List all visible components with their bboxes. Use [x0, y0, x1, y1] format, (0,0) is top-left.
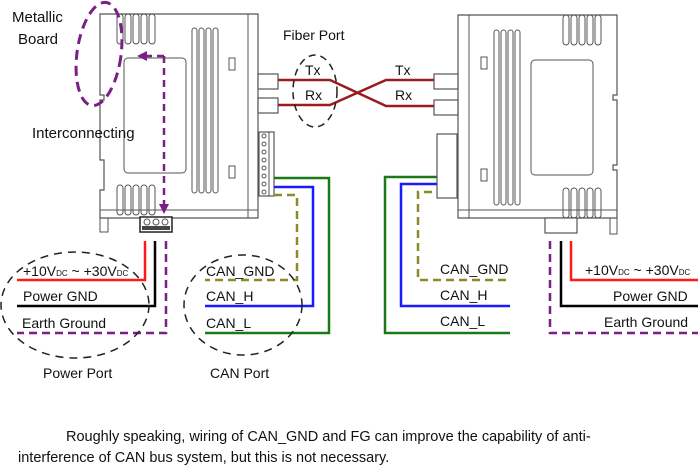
left-side-vents — [191, 27, 219, 194]
right-converter-device — [433, 14, 618, 235]
metallic-board-label-line2: Board — [18, 31, 58, 48]
right-led-slot-bottom — [480, 168, 488, 182]
wiring-note-line1: Roughly speaking, wiring of CAN_GND and … — [18, 427, 690, 448]
left-bottom-vents — [116, 184, 156, 216]
left-label-window — [123, 57, 187, 174]
right-label-window — [530, 59, 594, 176]
right-can-h-label: CAN_H — [440, 287, 487, 303]
right-can-gnd-label: CAN_GND — [440, 261, 508, 277]
left-led-slot-top — [228, 57, 236, 71]
right-power-terminal-block — [544, 217, 578, 234]
right-can-h-wire — [399, 182, 510, 308]
left-earth-ground-label: Earth Ground — [22, 315, 106, 331]
right-power-gnd-label: Power GND — [613, 288, 688, 304]
wiring-note-line2: interference of CAN bus system, but this… — [18, 450, 390, 466]
left-fiber-rx-connector — [257, 97, 279, 114]
left-power-terminal-block — [139, 216, 173, 233]
left-can-gnd-wire — [205, 193, 299, 282]
interconnecting-label: Interconnecting — [32, 125, 135, 142]
right-power-gnd-wire — [559, 241, 698, 308]
right-tx-label: Tx — [395, 62, 411, 78]
right-vdc-label: +10VDC ~ +30VDC — [585, 262, 690, 278]
fiber-rx-to-tx-cable — [278, 78, 434, 107]
power-port-highlight — [0, 251, 150, 359]
metallic-board-label-line1: Metallic — [12, 9, 63, 26]
right-earth-ground-label: Earth Ground — [604, 314, 688, 330]
left-can-l-label: CAN_L — [206, 315, 251, 331]
right-can-wires — [383, 175, 510, 335]
right-fiber-tx-connector — [433, 73, 459, 90]
right-can-terminal-block — [436, 133, 458, 199]
left-can-wires — [205, 176, 331, 335]
left-power-gnd-label: Power GND — [23, 288, 98, 304]
can-port-label: CAN Port — [210, 365, 269, 381]
left-led-slot-bottom — [228, 165, 236, 179]
fiber-port-highlight — [292, 54, 338, 128]
left-can-h-wire — [205, 185, 315, 308]
left-fiber-tx-connector — [257, 73, 279, 90]
left-earth-ground-wire — [17, 241, 168, 335]
left-vdc-label: +10VDC ~ +30VDC — [23, 263, 128, 279]
right-led-slot-top — [480, 56, 488, 70]
interconnecting-arrow — [137, 51, 169, 214]
fiber-port-label: Fiber Port — [283, 27, 345, 43]
fiber-cables — [278, 78, 434, 108]
right-can-l-wire — [383, 175, 510, 335]
right-fiber-rx-connector — [433, 99, 459, 116]
left-can-gnd-label: CAN_GND — [206, 263, 274, 279]
right-rx-label: Rx — [395, 87, 412, 103]
left-rx-label: Rx — [305, 87, 322, 103]
left-converter-device — [99, 13, 279, 233]
left-top-vents — [116, 13, 156, 45]
right-power-wires — [548, 241, 698, 335]
can-port-highlight — [183, 254, 303, 356]
metallic-board-highlight — [74, 0, 124, 108]
power-port-label: Power Port — [43, 365, 112, 381]
left-power-gnd-wire — [17, 241, 157, 308]
right-can-l-label: CAN_L — [440, 313, 485, 329]
wiring-note-line1-text: Roughly speaking, wiring of CAN_GND and … — [66, 429, 591, 445]
right-top-vents — [562, 14, 602, 46]
right-vdc-wire — [569, 241, 698, 282]
left-can-terminal-block — [258, 131, 275, 197]
right-can-gnd-wire — [416, 190, 510, 282]
left-power-wires — [17, 241, 168, 335]
left-vdc-wire — [17, 241, 147, 282]
right-bottom-vents — [562, 187, 602, 219]
right-side-vents — [493, 29, 521, 206]
left-tx-label: Tx — [305, 62, 321, 78]
left-can-h-label: CAN_H — [206, 288, 253, 304]
right-earth-ground-wire — [548, 241, 698, 335]
left-can-l-wire — [205, 176, 331, 335]
wiring-note: Roughly speaking, wiring of CAN_GND and … — [18, 427, 690, 469]
